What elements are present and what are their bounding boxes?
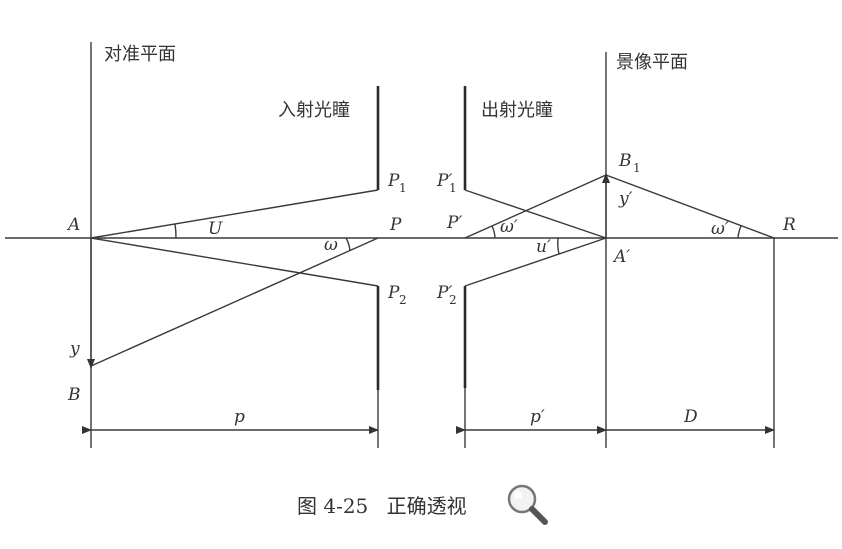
ray-p1p-aprime bbox=[464, 189, 607, 239]
angle-arc-omega-prime-left bbox=[491, 225, 496, 239]
ray-p2p-aprime bbox=[464, 237, 607, 287]
ray-a-p2 bbox=[90, 237, 379, 287]
label-angle-u: U bbox=[208, 219, 223, 239]
chief-ray-pprime-b1 bbox=[464, 174, 607, 239]
label-height-y-prime: y′ bbox=[618, 189, 633, 209]
label-image-plane: 景像平面 bbox=[616, 52, 688, 73]
label-sub-p1: 1 bbox=[399, 181, 407, 195]
label-point-b1: B bbox=[618, 151, 632, 171]
ray-b1-r bbox=[605, 174, 775, 239]
label-sub-p1-prime: 1 bbox=[449, 181, 457, 195]
label-exit-pupil: 出射光瞳 bbox=[481, 100, 553, 121]
label-sub-b1: 1 bbox=[633, 161, 641, 175]
label-point-p: P bbox=[389, 215, 402, 235]
label-dim-d: D bbox=[683, 407, 698, 427]
label-sub-p2-prime: 2 bbox=[449, 293, 457, 307]
label-point-p2-prime: P′ bbox=[436, 283, 452, 303]
angle-arc-omega-prime-right bbox=[737, 225, 742, 239]
label-entrance-pupil: 入射光瞳 bbox=[278, 100, 350, 121]
label-point-a: A bbox=[66, 215, 80, 235]
label-point-r: R bbox=[782, 215, 796, 235]
label-dim-p: p bbox=[234, 407, 245, 427]
angle-arc-u-prime bbox=[557, 237, 560, 255]
label-angle-omega-prime-right: ω′ bbox=[711, 219, 729, 239]
label-height-y: y bbox=[69, 339, 80, 359]
label-sub-p2: 2 bbox=[399, 293, 407, 307]
chief-ray-b-p bbox=[90, 237, 379, 367]
label-angle-omega: ω bbox=[324, 235, 338, 255]
figure-title: 正确透视 bbox=[386, 494, 467, 518]
figure-caption: 图 4-25 正确透视 bbox=[0, 490, 842, 519]
angle-arc-u bbox=[174, 223, 177, 239]
label-angle-u-prime: u′ bbox=[536, 237, 551, 257]
magnifier-icon[interactable] bbox=[503, 480, 551, 528]
label-point-a-prime: A′ bbox=[612, 247, 630, 267]
label-point-p-prime: P′ bbox=[446, 213, 462, 233]
label-angle-omega-prime-left: ω′ bbox=[500, 217, 518, 237]
label-point-b: B bbox=[67, 385, 81, 405]
label-point-p1: P bbox=[387, 171, 400, 191]
label-dim-p-prime: p′ bbox=[530, 407, 545, 427]
figure-number: 图 4-25 bbox=[296, 494, 369, 518]
label-point-p2: P bbox=[387, 283, 400, 303]
label-focus-plane: 对准平面 bbox=[104, 44, 176, 65]
label-point-p1-prime: P′ bbox=[436, 171, 452, 191]
angle-arc-omega bbox=[345, 237, 351, 252]
ray-a-p1 bbox=[90, 189, 379, 239]
